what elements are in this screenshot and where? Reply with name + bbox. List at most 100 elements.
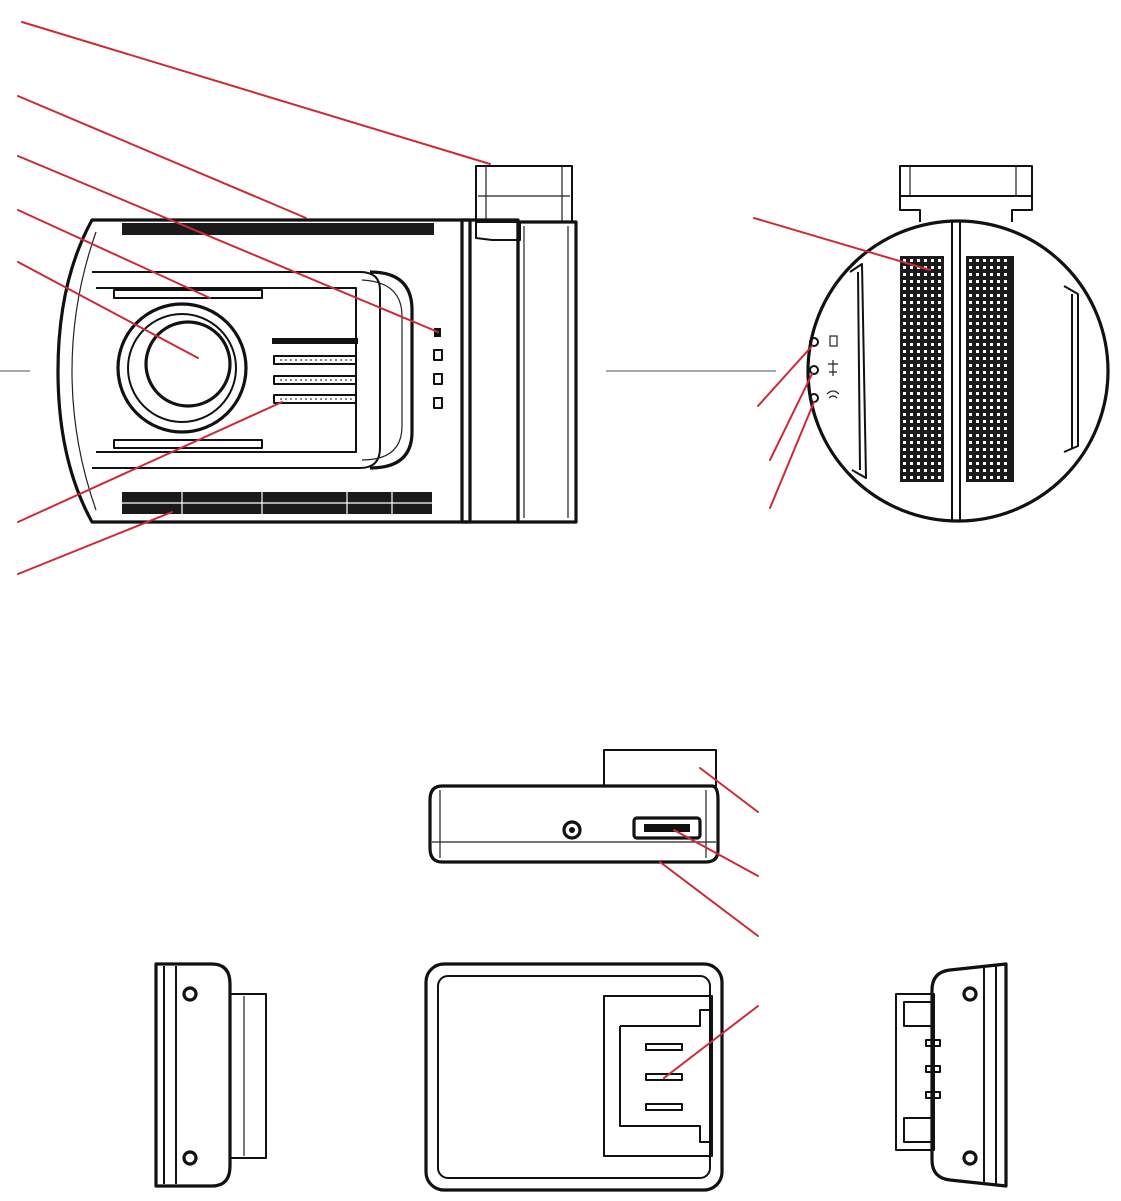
vent-dot [910, 392, 913, 395]
side-button-2 [433, 349, 443, 361]
vent-dot [1004, 287, 1007, 290]
vent-dot [903, 441, 906, 444]
lower-trim-bar [113, 439, 263, 449]
right-end-clip-bottom [903, 1117, 935, 1143]
vent-dot [990, 441, 993, 444]
vent-dot [990, 280, 993, 283]
vent-dot [990, 315, 993, 318]
vent-dot [938, 448, 941, 451]
side-right-bracket [1063, 285, 1079, 453]
left-end-mount [229, 993, 267, 1159]
right-end-clip-top [903, 1001, 935, 1027]
vent-dot [917, 434, 920, 437]
vent-dot [976, 420, 979, 423]
right-end-screw-bottom-icon [962, 1150, 978, 1166]
vent-dot [990, 322, 993, 325]
vent-dot [983, 434, 986, 437]
front-panel-bezel [369, 270, 414, 470]
vent-dot [990, 385, 993, 388]
vent-dot [910, 301, 913, 304]
vent-dot [983, 455, 986, 458]
gps-icon [828, 360, 838, 376]
vent-dot [924, 420, 927, 423]
vent-dot [969, 420, 972, 423]
vent-dot [976, 301, 979, 304]
vent-dot [976, 322, 979, 325]
leader-line-mount [21, 21, 491, 165]
vent-dot [997, 329, 1000, 332]
vent-dot [924, 315, 927, 318]
vent-dot [983, 420, 986, 423]
vent-dot [924, 259, 927, 262]
vent-dot [969, 378, 972, 381]
vent-dot [976, 350, 979, 353]
vent-dot [924, 455, 927, 458]
vent-dot [917, 343, 920, 346]
bottom-view [424, 962, 724, 1192]
vent-dot [917, 336, 920, 339]
vent-dot [903, 329, 906, 332]
vent-dot [1004, 469, 1007, 472]
vent-dot [1004, 364, 1007, 367]
vent-dot [1004, 350, 1007, 353]
vent-dot [931, 385, 934, 388]
vent-dot [997, 357, 1000, 360]
vent-dot [903, 308, 906, 311]
vent-dot [1004, 273, 1007, 276]
vent-dot [931, 441, 934, 444]
vent-dot [917, 455, 920, 458]
wifi-icon [826, 390, 840, 399]
vent-dot [997, 350, 1000, 353]
vent-dot [976, 399, 979, 402]
vent-dot [917, 280, 920, 283]
right-end-contact-1 [925, 1039, 941, 1047]
vent-dot [997, 308, 1000, 311]
vent-dot [910, 371, 913, 374]
upper-trim-bar [113, 289, 263, 299]
vent-dot [924, 371, 927, 374]
vent-dot [969, 441, 972, 444]
vent-dot [990, 336, 993, 339]
vent-dot [924, 476, 927, 479]
vent-dot [983, 448, 986, 451]
vent-dot [924, 294, 927, 297]
vent-dot [997, 343, 1000, 346]
vent-dot [969, 406, 972, 409]
vent-dot [976, 308, 979, 311]
vent-dot [1004, 378, 1007, 381]
vent-dot [969, 343, 972, 346]
vent-dot [924, 273, 927, 276]
leader-line-side-button [17, 155, 439, 333]
vent-dot [969, 455, 972, 458]
vent-dot [938, 322, 941, 325]
vent-dot [917, 406, 920, 409]
vent-dot [1004, 385, 1007, 388]
vent-dot [938, 280, 941, 283]
vent-dot [997, 336, 1000, 339]
vent-dot [931, 378, 934, 381]
vent-dot [969, 322, 972, 325]
vent-dot [990, 364, 993, 367]
vent-dot [983, 315, 986, 318]
vent-dot [903, 287, 906, 290]
lens-glass [144, 320, 232, 408]
leader-line-upper-trim [17, 209, 211, 299]
vent-dot [938, 413, 941, 416]
vent-dot [903, 434, 906, 437]
vent-dot [969, 399, 972, 402]
vent-dot [997, 434, 1000, 437]
vent-dot [990, 343, 993, 346]
vent-dot [1004, 406, 1007, 409]
vent-dot [969, 427, 972, 430]
left-end-screw-top-icon [182, 986, 198, 1002]
vent-dot [931, 462, 934, 465]
vent-dot [976, 329, 979, 332]
vent-dot [983, 273, 986, 276]
vent-dot [1004, 357, 1007, 360]
vent-dot [983, 392, 986, 395]
vent-dot [938, 371, 941, 374]
vent-dot [903, 392, 906, 395]
vent-dot [1004, 476, 1007, 479]
vent-dot [983, 280, 986, 283]
